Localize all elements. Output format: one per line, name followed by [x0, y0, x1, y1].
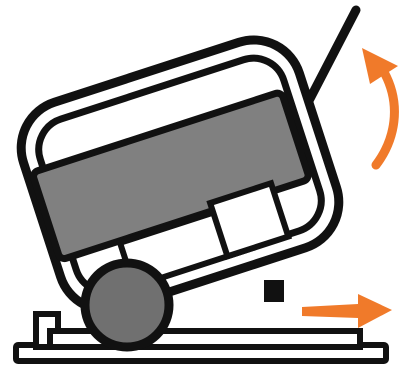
curved-up-arrow-icon [362, 48, 398, 165]
wheel-icon [85, 263, 169, 347]
right-arrow-icon [302, 294, 392, 328]
foot-icon [264, 280, 284, 302]
ramp-platform-icon [16, 314, 386, 361]
generator-icon [9, 27, 352, 322]
